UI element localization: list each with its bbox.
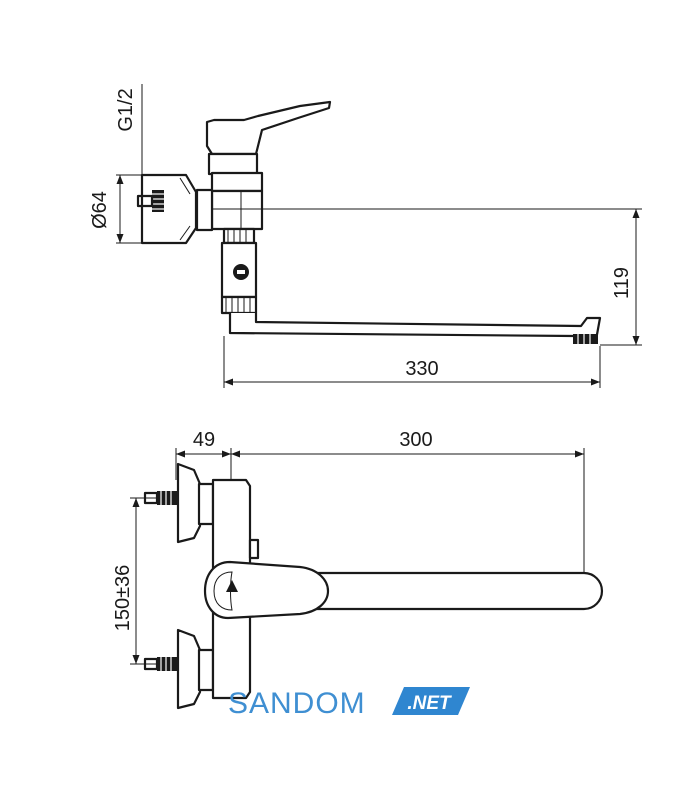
dimension-spout-height: 119 <box>611 267 633 299</box>
watermark-badge <box>392 687 470 715</box>
aerator <box>573 334 598 344</box>
top-escutcheon <box>176 462 202 544</box>
lever-handle <box>205 100 332 156</box>
dimension-spout-reach-top: 300 <box>399 429 432 451</box>
eccentric-pipe <box>136 194 154 208</box>
connection-nut <box>195 188 214 232</box>
escutcheon <box>140 173 198 245</box>
spout <box>228 311 602 342</box>
top-spout <box>314 571 604 611</box>
mixer-body <box>210 189 264 231</box>
spout-swivel-nut <box>220 295 258 315</box>
side-view: G1/2 Ø64 119 330 <box>89 84 642 388</box>
top-lever <box>203 560 330 620</box>
dimension-thread: G1/2 <box>115 88 137 131</box>
watermark-name: SANDOM <box>228 687 366 720</box>
mixer-body-top <box>210 171 264 193</box>
eccentric-thread <box>152 190 164 212</box>
watermark-suffix: .NET <box>407 693 452 714</box>
top-eccentric-thread <box>157 491 177 505</box>
bottom-eccentric-thread <box>157 657 177 671</box>
bottom-connection-nut <box>197 648 215 692</box>
bottom-escutcheon <box>176 628 202 710</box>
dimension-spout-reach-side: 330 <box>405 358 438 380</box>
cartridge-cap <box>207 152 259 176</box>
dimension-diameter: Ø64 <box>89 191 111 229</box>
top-connection-nut <box>197 482 215 526</box>
diverter-stub <box>248 538 260 560</box>
dimension-center-distance: 150±36 <box>112 565 134 632</box>
dimension-offset: 49 <box>193 429 215 451</box>
top-view: 49 300 150±36 <box>112 429 604 710</box>
watermark: SANDOM .NET <box>228 687 470 720</box>
